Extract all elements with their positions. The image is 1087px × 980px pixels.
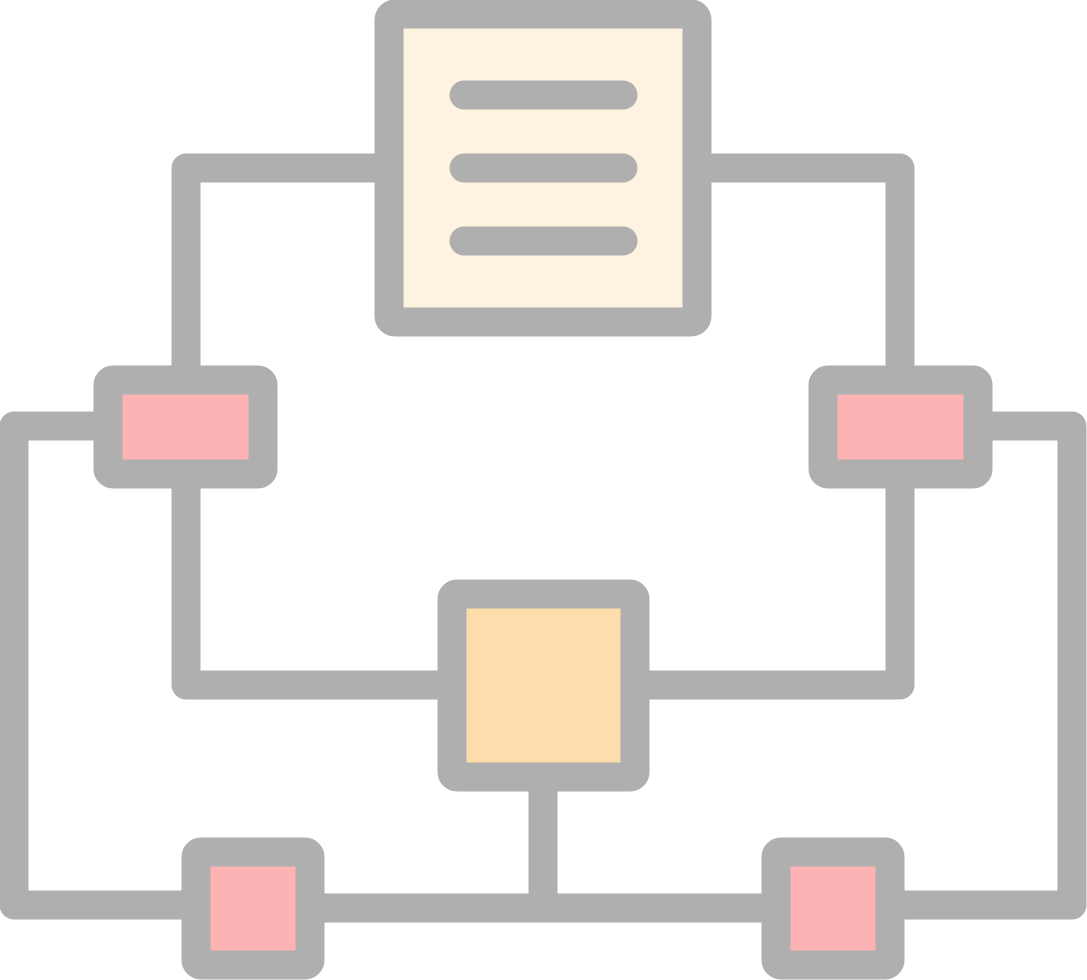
link-document-to-right-connector bbox=[697, 153, 915, 380]
left-connector-node bbox=[93, 365, 278, 489]
bottom-right-output-node bbox=[761, 837, 905, 980]
right-connector-node bbox=[808, 365, 993, 489]
document-text-lines bbox=[449, 80, 638, 256]
link-left-connector-to-bottom-left bbox=[0, 411, 196, 920]
bottom-left-output-node bbox=[181, 837, 325, 980]
center-process-node bbox=[437, 579, 650, 792]
link-document-to-left-connector bbox=[171, 153, 389, 380]
connection-lines bbox=[0, 153, 1087, 923]
link-right-connector-to-center bbox=[635, 474, 915, 700]
link-left-connector-to-center bbox=[171, 474, 452, 700]
document-node bbox=[374, 0, 712, 337]
link-right-connector-to-bottom-right bbox=[890, 411, 1087, 920]
